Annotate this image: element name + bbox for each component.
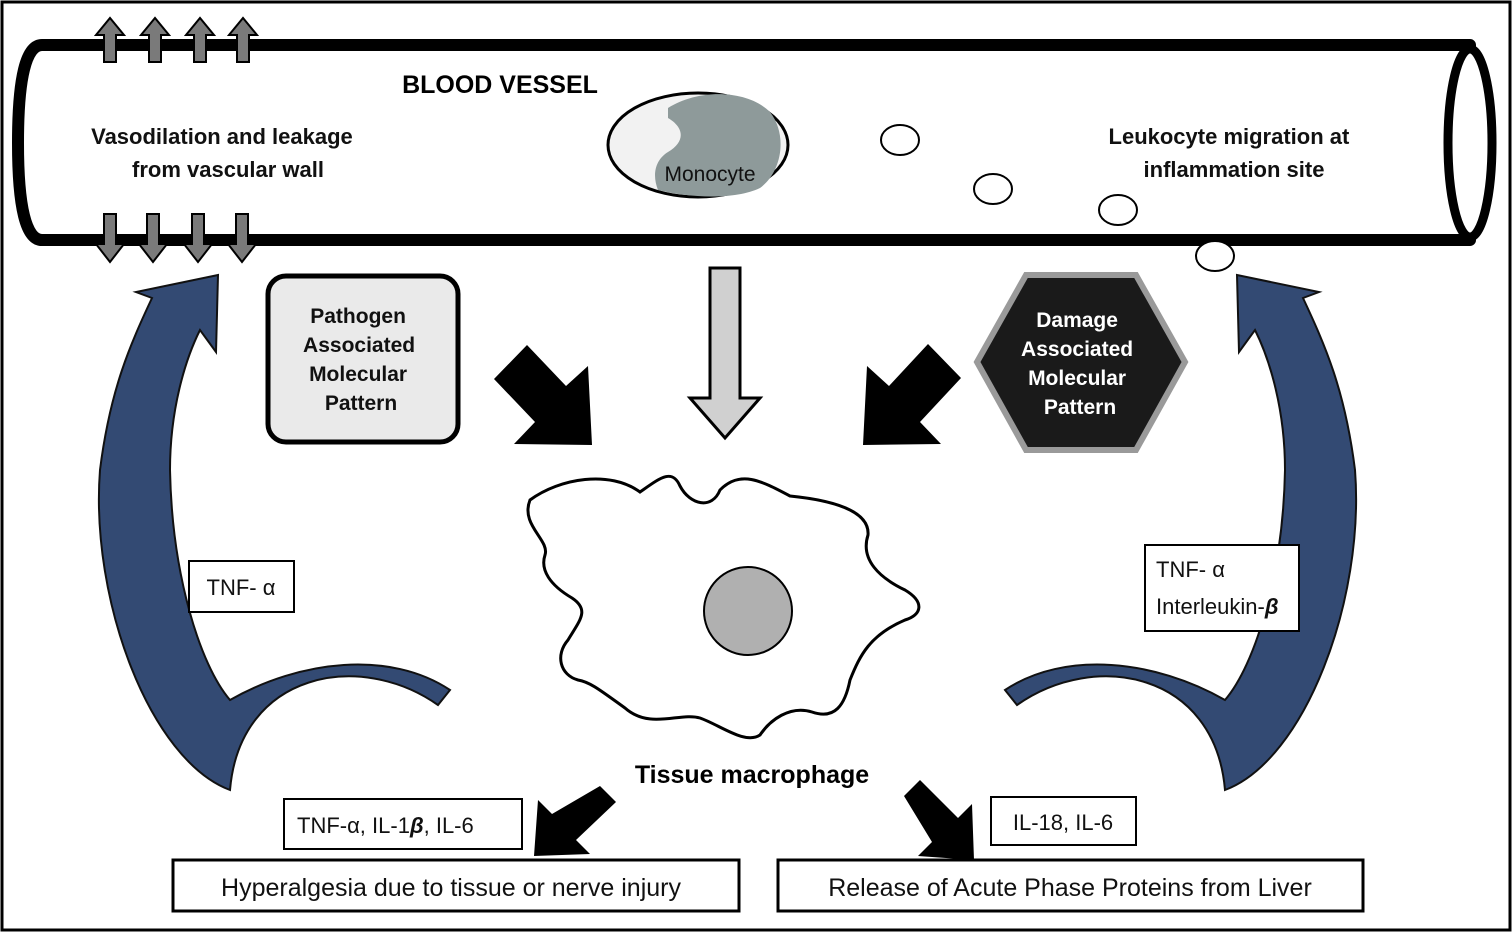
leak-up-arrow	[138, 16, 172, 63]
bottom-right-cytokine-rect	[990, 796, 1137, 846]
macrophage-nucleus	[703, 566, 793, 656]
macrophage-to-hyperalgesia-arrow	[534, 786, 616, 856]
monocyte: Monocyte	[606, 91, 790, 199]
damp-label: Damage Associated Molecular Pattern	[1021, 309, 1139, 419]
hyperalgesia-rect	[171, 858, 741, 913]
bottom-left-cytokine-box: TNF-α, IL-1β, IL-6	[283, 798, 523, 850]
hyperalgesia-outcome-box: Hyperalgesia due to tissue or nerve inju…	[171, 858, 741, 913]
damp-to-macrophage-arrow	[863, 344, 961, 445]
vessel-title: BLOOD VESSEL	[402, 71, 598, 99]
bottom-left-cytokine-rect	[283, 798, 523, 850]
leukocyte-cell	[1195, 240, 1235, 272]
acute-phase-rect	[776, 858, 1365, 913]
pamp-box: Pathogen Associated Molecular Pattern	[265, 273, 461, 445]
leakage-arrows-bottom	[93, 213, 259, 264]
pamp-shape	[265, 273, 461, 445]
leukocyte-cell	[973, 173, 1013, 205]
monocyte-to-macrophage-arrow	[686, 266, 764, 441]
acute-phase-label: Release of Acute Phase Proteins from Liv…	[828, 874, 1312, 902]
leukocyte-cell	[880, 124, 920, 156]
right-feedback-curve-arrow	[1003, 273, 1357, 792]
acute-phase-outcome-box: Release of Acute Phase Proteins from Liv…	[776, 858, 1365, 913]
right-cycle-cytokine-box: TNF- α Interleukin-β	[1144, 544, 1300, 632]
blood-vessel: BLOOD VESSEL Vasodilation and leakage fr…	[12, 39, 1497, 272]
leak-up-arrow	[226, 16, 260, 63]
macrophage-label: Tissue macrophage	[635, 761, 869, 789]
monocyte-label: Monocyte	[664, 163, 755, 186]
left-feedback-curve-arrow	[98, 273, 452, 792]
bottom-left-cytokine-label: TNF-α, IL-1β, IL-6	[297, 813, 474, 838]
damp-hexagon: Damage Associated Molecular Pattern	[973, 272, 1189, 453]
leukocyte-migration-label: Leukocyte migration at inflammation site	[1109, 124, 1356, 182]
left-cycle-box	[188, 560, 295, 613]
pamp-label: Pathogen Associated Molecular Pattern	[303, 305, 421, 415]
leak-up-arrow	[183, 16, 217, 63]
leak-down-arrow	[181, 213, 215, 264]
vasodilation-label: Vasodilation and leakage from vascular w…	[91, 124, 359, 182]
leak-down-arrow	[93, 213, 127, 264]
left-cycle-label: TNF- α	[207, 575, 276, 600]
bottom-right-cytokine-box: IL-18, IL-6	[990, 796, 1137, 846]
leukocyte-cell	[1098, 194, 1138, 226]
pamp-to-macrophage-arrow	[494, 345, 592, 445]
leak-down-arrow	[136, 213, 170, 264]
leak-up-arrow	[93, 16, 127, 63]
leak-down-arrow	[225, 213, 259, 264]
macrophage-to-liver-arrow	[904, 780, 974, 860]
damp-shape	[973, 272, 1189, 453]
left-cycle-cytokine-box: TNF- α	[188, 560, 295, 613]
tissue-macrophage: Tissue macrophage	[526, 474, 921, 789]
vessel-opening	[1443, 44, 1497, 242]
monocyte-nucleus	[655, 94, 781, 197]
right-cycle-label: TNF- α Interleukin-β	[1156, 557, 1279, 619]
bottom-right-cytokine-label: IL-18, IL-6	[1013, 810, 1113, 835]
right-cycle-box	[1144, 544, 1300, 632]
hyperalgesia-label: Hyperalgesia due to tissue or nerve inju…	[221, 874, 681, 902]
leakage-arrows-top	[93, 16, 260, 63]
